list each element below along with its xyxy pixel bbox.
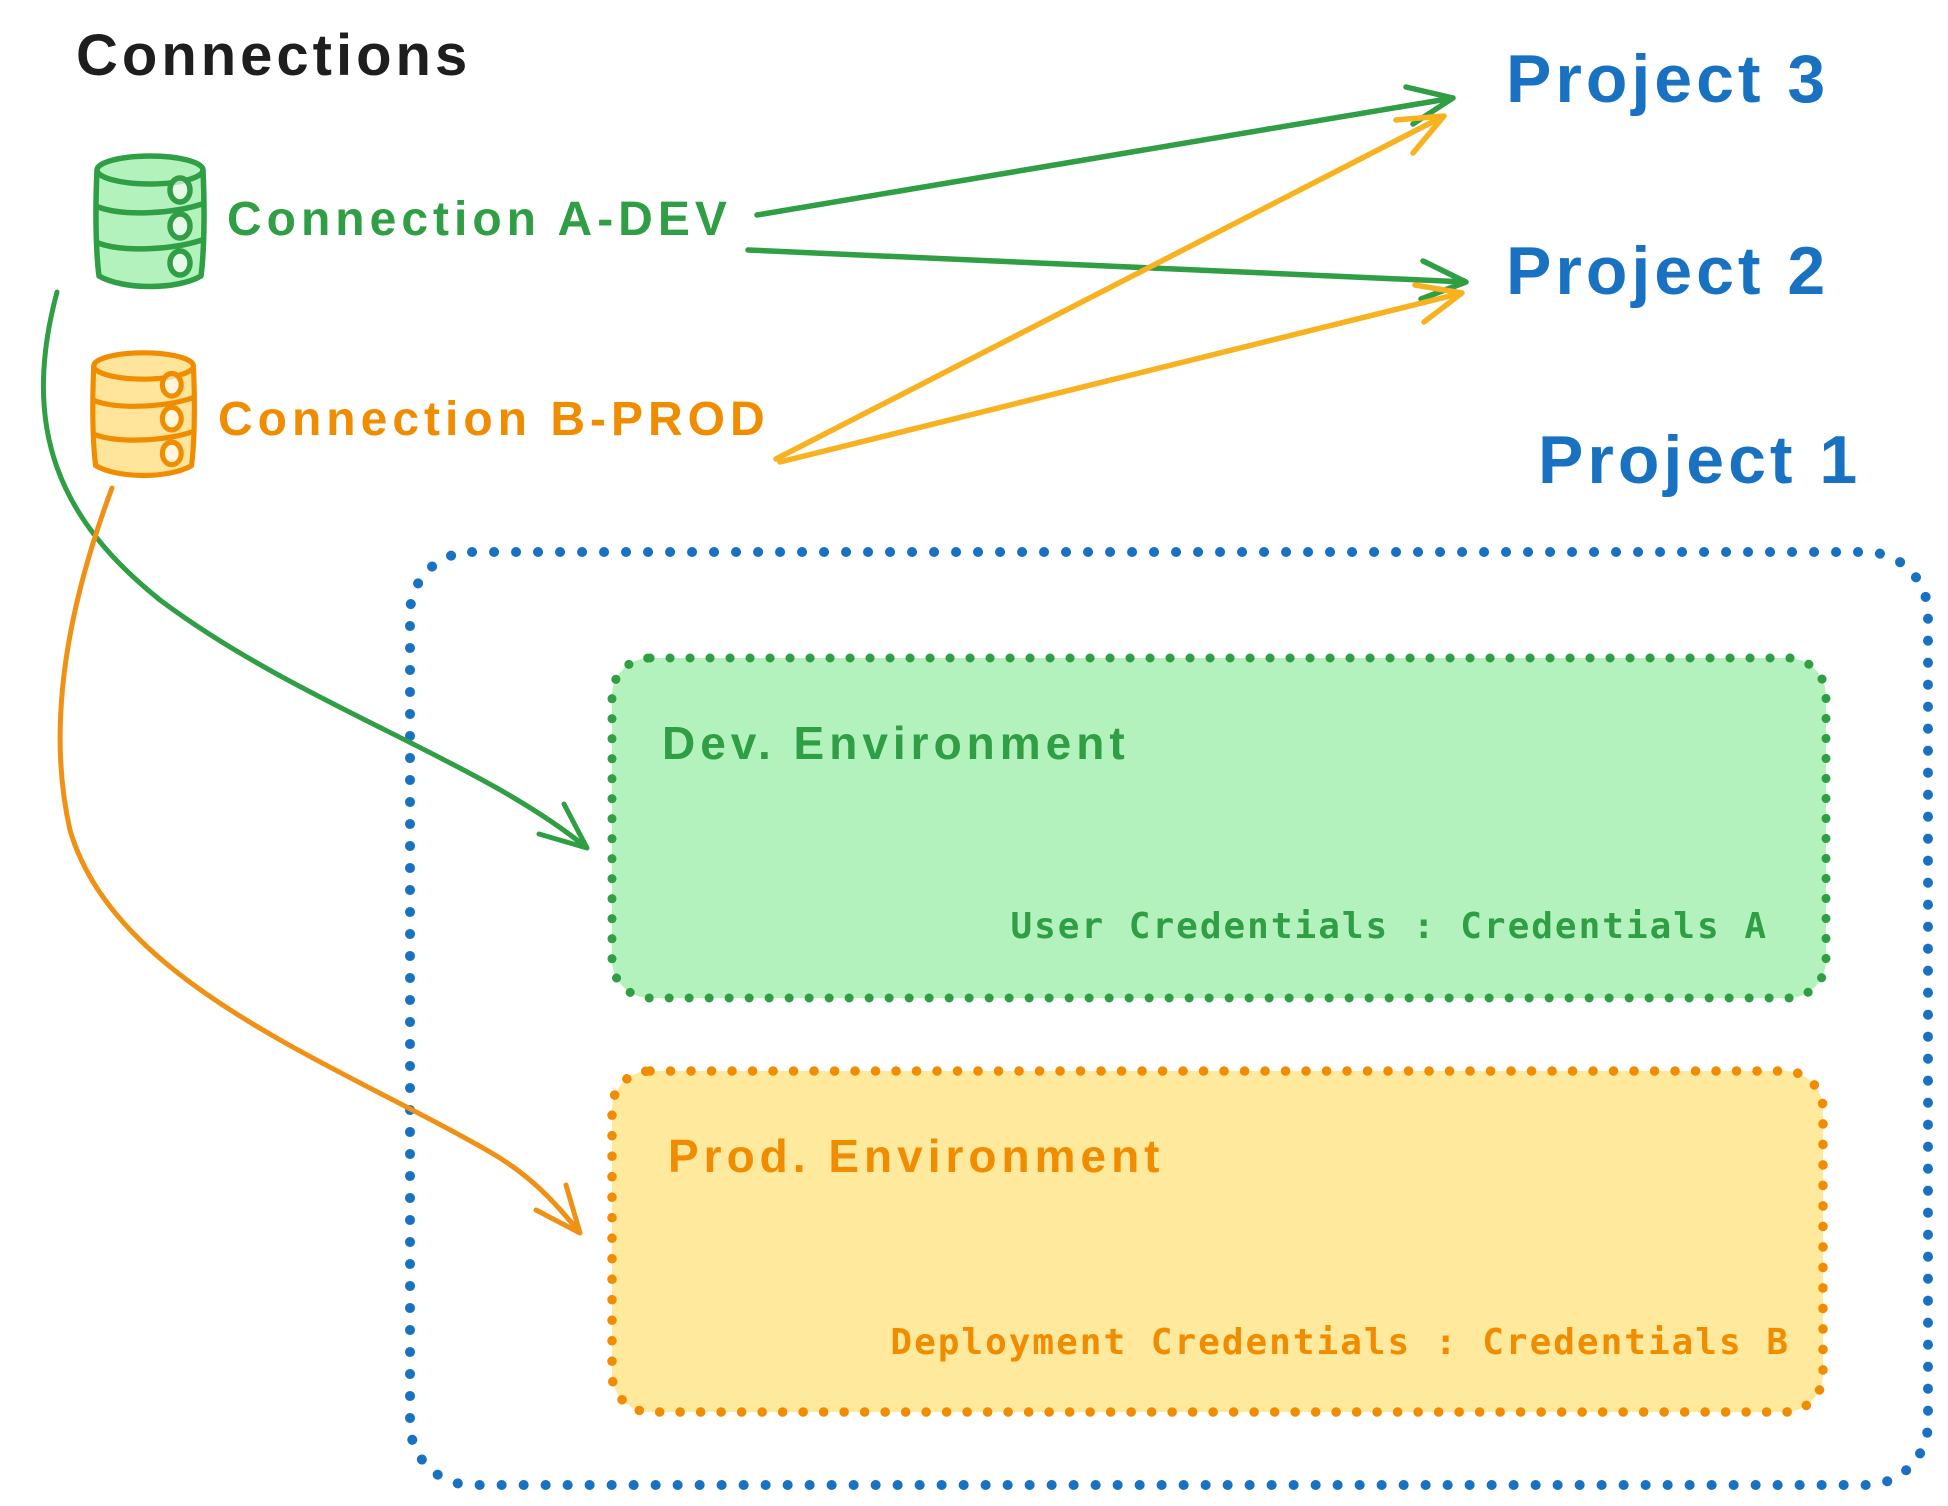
project1-container-border <box>405 547 1933 1490</box>
prod-environment-credentials: Deployment Credentials : Credentials B <box>890 1322 1790 1363</box>
project-2-label: Project 2 <box>1506 233 1830 309</box>
project-1-label: Project 1 <box>1538 422 1862 498</box>
dev-environment-title: Dev. Environment <box>662 717 1130 769</box>
prod-environment-title: Prod. Environment <box>668 1130 1165 1182</box>
arrow-adev-to-project3 <box>754 84 1456 218</box>
arrow-adev-to-dev-environment <box>40 289 590 851</box>
connection-a-dev-label: Connection A-DEV <box>227 193 732 246</box>
connection-b-prod-label: Connection B-PROD <box>218 393 770 446</box>
project-3-label: Project 3 <box>1506 41 1830 117</box>
arrow-bprod-to-project3 <box>773 113 1447 462</box>
dev-environment-credentials: User Credentials : Credentials A <box>1010 906 1768 947</box>
prod-environment-box <box>607 1066 1828 1417</box>
database-icon-bprod <box>92 352 195 476</box>
arrow-bprod-to-project2 <box>777 282 1465 465</box>
dev-environment-box <box>607 653 1831 1003</box>
arrow-bprod-to-prod-environment <box>57 485 583 1236</box>
database-icon-adev <box>95 156 205 287</box>
diagram-title: Connections <box>76 23 472 88</box>
